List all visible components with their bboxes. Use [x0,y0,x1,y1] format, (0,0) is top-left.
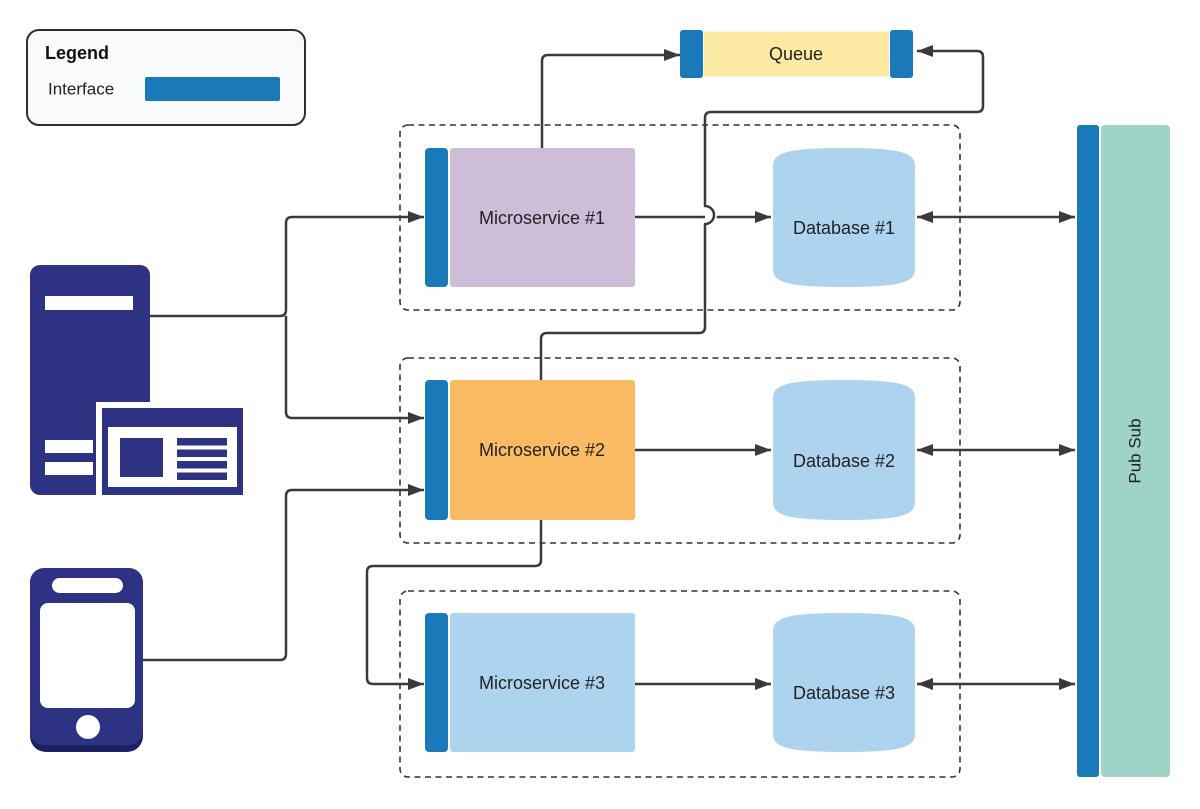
microservice2-body [450,380,635,520]
queue-node: Queue [680,30,913,78]
microservice1-body [450,148,635,287]
connector-microservice2-to-queue [539,45,985,380]
microservice3-node: Microservice #3 [425,613,635,752]
pubsub-label: Pub Sub [1126,418,1145,483]
database2-node: Database #2 [773,380,915,520]
pubsub-node: Pub Sub [1077,125,1170,777]
microservice2-label: Microservice #2 [479,440,605,460]
database1-cylinder [773,148,915,287]
mobile-phone-icon [30,568,143,752]
legend: Legend Interface [26,29,306,126]
desktop-computer-icon [30,265,248,501]
database1-node: Database #1 [773,148,915,287]
connector-computer-to-microservice1 [150,211,424,318]
database2-label: Database #2 [793,451,895,471]
pubsub-interface-bar [1077,125,1099,777]
legend-interface-swatch [145,77,280,101]
queue-right-interface-bar [890,30,913,78]
microservice3-interface-bar [425,613,448,752]
connector-phone-to-microservice2 [143,484,424,662]
queue-label: Queue [769,44,823,64]
microservice2-node: Microservice #2 [425,380,635,520]
microservice3-label: Microservice #3 [479,673,605,693]
legend-interface-label: Interface [48,80,114,99]
pubsub-body [1101,125,1170,777]
database3-label: Database #3 [793,683,895,703]
microservice1-label: Microservice #1 [479,208,605,228]
legend-title: Legend [45,43,109,63]
database3-cylinder [773,613,915,752]
line-hop-casing [705,203,717,227]
database2-cylinder [773,380,915,520]
microservice1-interface-bar [425,148,448,287]
database1-label: Database #1 [793,218,895,238]
database3-node: Database #3 [773,613,915,752]
connector-microservice2-to-microservice3 [365,520,543,690]
microservice3-body [450,613,635,752]
queue-body [704,31,889,77]
connector-microservice1-to-queue [540,49,680,148]
connector-computer-to-microservice2 [284,316,424,424]
microservice1-node: Microservice #1 [425,148,635,287]
queue-left-interface-bar [680,30,703,78]
microservice2-interface-bar [425,380,448,520]
